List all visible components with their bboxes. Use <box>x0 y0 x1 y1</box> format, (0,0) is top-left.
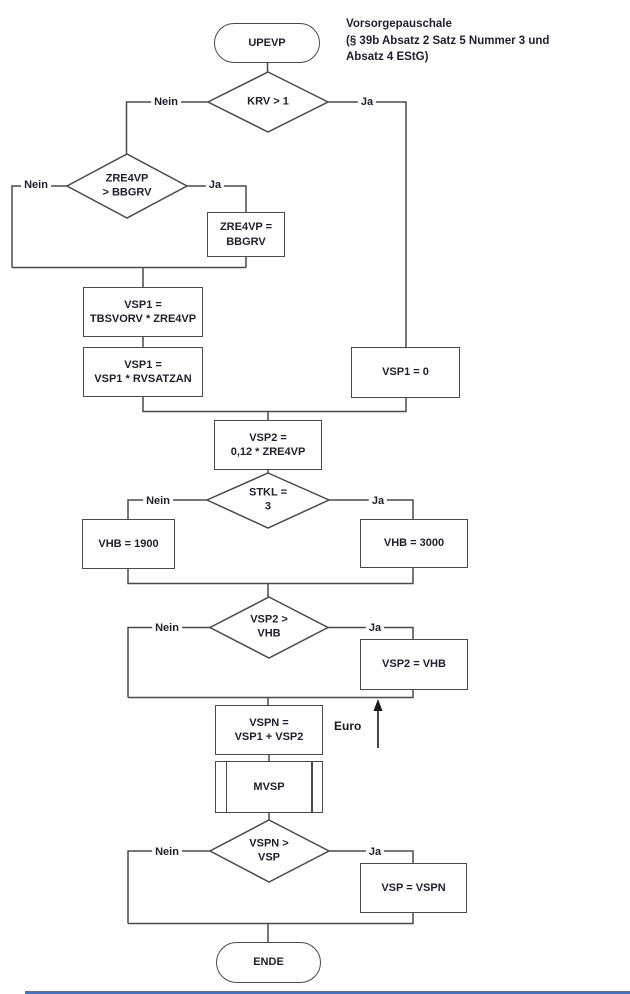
process-line: VSP1 * RVSATZAN <box>94 373 192 385</box>
process-line: ZRE4VP = <box>219 221 273 233</box>
decision-zre4vp-label: ZRE4VP > BBGRV <box>102 173 151 200</box>
decision-vsp2vhb-line2: VHB <box>257 627 281 639</box>
edge-stkl-yes <box>329 499 414 519</box>
process-line: VSP1 = <box>124 298 162 311</box>
process-vsp1-zero: VSP1 = 0 <box>351 347 460 398</box>
decision-vspnvsp-line1: VSPN > <box>249 837 289 850</box>
process-vsp1-rvsatzan: VSP1 = VSP1 * RVSATZAN <box>83 347 203 397</box>
process-line: VHB = 3000 <box>383 537 445 550</box>
decision-stkl-shape <box>205 472 331 529</box>
subroutine-label: MVSP <box>253 780 285 793</box>
decision-zre4vp-line2: > BBGRV <box>102 186 152 198</box>
decision-vspnvsp-label: VSPN > VSP <box>249 838 288 865</box>
process-vhb-3000: VHB = 3000 <box>360 519 468 568</box>
edge-krv-no <box>125 101 208 154</box>
edge-vspnvsp-no <box>127 850 210 924</box>
branch-label-krv-yes: Ja <box>357 96 377 108</box>
process-line: 0,12 * ZRE4VP <box>230 446 306 458</box>
decision-zre4vp-line1: ZRE4VP <box>105 172 149 185</box>
process-vsp1-tbsvorv: VSP1 = TBSVORV * ZRE4VP <box>83 287 203 337</box>
process-vspn-sum: VSPN = VSP1 + VSP2 <box>215 705 323 755</box>
legal-annotation: Vorsorgepauschale (§ 39b Absatz 2 Satz 5… <box>346 16 616 66</box>
page-edge-bar <box>25 991 630 994</box>
process-line: VSPN = <box>249 716 289 729</box>
edge-merge-end <box>128 913 414 942</box>
edge-merge-zre4vp <box>12 266 246 287</box>
decision-krv-shape <box>206 71 330 133</box>
subroutine-mvsp: MVSP <box>215 761 323 813</box>
process-vhb-1900: VHB = 1900 <box>82 519 175 569</box>
decision-zre4vp-shape <box>65 153 189 219</box>
branch-label-stkl-no: Nein <box>143 495 173 507</box>
terminal-end: ENDE <box>216 942 321 983</box>
process-line: VSP2 = <box>249 431 287 444</box>
process-line: VHB = 1900 <box>98 537 159 550</box>
annotation-line: (§ 39b Absatz 2 Satz 5 Nummer 3 und <box>346 34 550 47</box>
subroutine-right-bar <box>311 762 313 812</box>
edge-vsp2vhb-no <box>127 626 210 698</box>
process-zre4vp-eq-bbgrv: ZRE4VP = BBGRV <box>207 212 285 257</box>
edge-merge-vhb <box>127 568 414 597</box>
edge-vspnvsp-yes <box>329 850 414 863</box>
process-line: VSP1 = 0 <box>382 366 429 379</box>
edge-merge-vsp2 <box>128 690 414 705</box>
decision-stkl-line2: 3 <box>264 500 272 512</box>
branch-label-vsp2vhb-no: Nein <box>152 622 182 634</box>
annotation-line: Absatz 4 EStG) <box>346 51 429 63</box>
branch-label-vspnvsp-no: Nein <box>152 846 182 858</box>
edge-stkl-no <box>127 499 207 519</box>
process-line: VSP = VSPN <box>381 881 446 894</box>
branch-label-vsp2vhb-yes: Ja <box>365 622 385 634</box>
decision-stkl-label: STKL = 3 <box>249 487 287 514</box>
process-line: BBGRV <box>226 235 266 248</box>
up-arrow-head-icon <box>373 699 383 711</box>
decision-vspnvsp-line2: VSP <box>257 851 280 863</box>
branch-label-zre4vp-no: Nein <box>21 179 51 191</box>
edge-krv-yes <box>328 101 407 347</box>
branch-label-stkl-yes: Ja <box>368 495 388 507</box>
terminal-end-label: ENDE <box>253 956 284 969</box>
branch-label-zre4vp-yes: Ja <box>205 179 225 191</box>
edge-merge-vsp1 <box>142 397 407 420</box>
process-line: VSP1 = <box>124 358 162 371</box>
process-line: TBSVORV * ZRE4VP <box>89 313 197 325</box>
branch-label-vspnvsp-yes: Ja <box>365 846 385 858</box>
decision-stkl-line1: STKL = <box>248 486 288 499</box>
process-vsp2-eq-vhb: VSP2 = VHB <box>360 639 468 690</box>
process-vsp2-calc: VSP2 = 0,12 * ZRE4VP <box>214 420 322 470</box>
decision-krv-label: KRV > 1 <box>247 95 289 108</box>
decision-vsp2vhb-label: VSP2 > VHB <box>250 614 288 641</box>
edge-zre4vp-no <box>11 185 67 268</box>
decision-vspnvsp-shape <box>208 819 331 883</box>
terminal-start-label: UPEVP <box>248 36 286 49</box>
decision-vsp2vhb-shape <box>208 596 330 659</box>
process-line: VSP1 + VSP2 <box>234 731 304 743</box>
terminal-start: UPEVP <box>214 23 320 63</box>
branch-label-krv-no: Nein <box>151 96 181 108</box>
decision-vsp2vhb-line1: VSP2 > <box>250 613 288 626</box>
annotation-line: Vorsorgepauschale <box>346 18 452 30</box>
process-vsp-eq-vspn: VSP = VSPN <box>360 863 467 913</box>
euro-axis-label: Euro <box>334 719 362 733</box>
subroutine-left-bar <box>225 762 227 812</box>
process-line: VSP2 = VHB <box>382 658 446 671</box>
edge-vsp2vhb-yes <box>328 626 414 639</box>
